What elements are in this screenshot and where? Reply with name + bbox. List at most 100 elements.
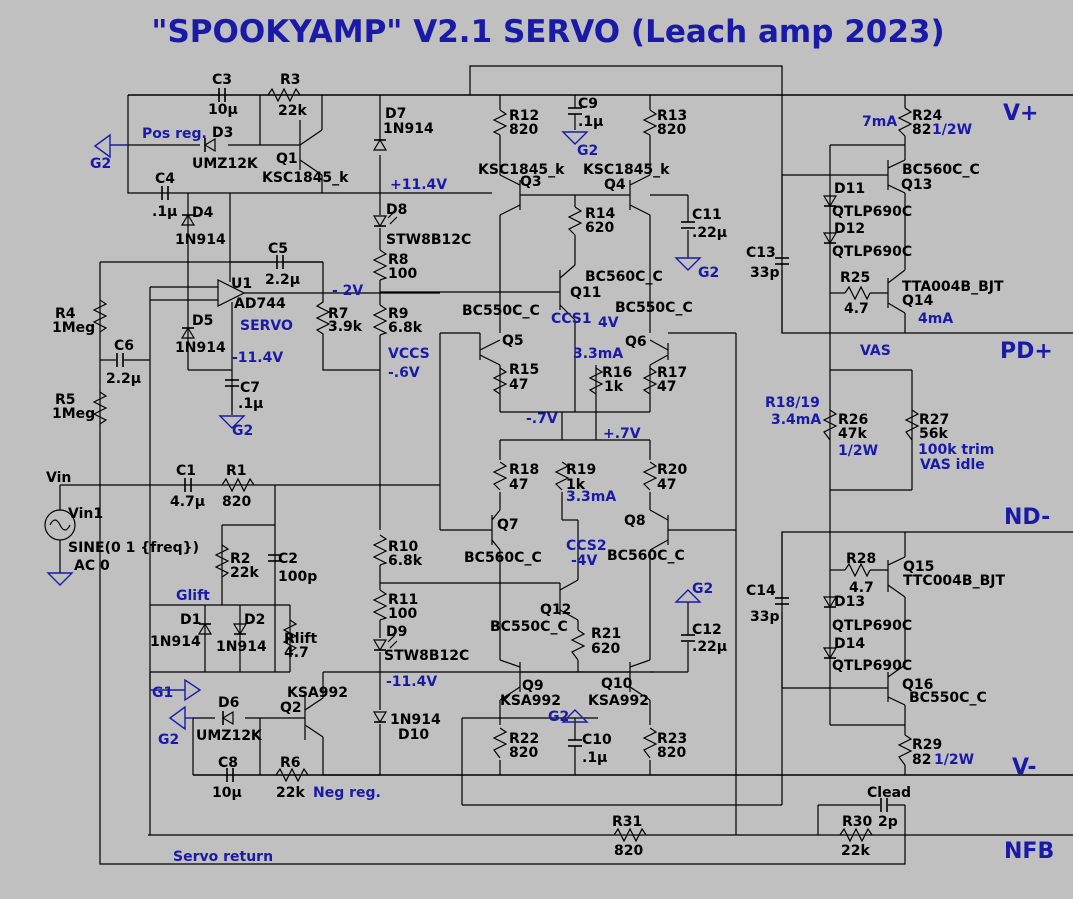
label-components-r10-0: R10 [388, 539, 419, 555]
label-components-r8-1: 100 [388, 266, 417, 282]
label-components-r2-0: R2 [230, 551, 251, 567]
label-annotations-ma7: 7mA [862, 114, 897, 130]
label-components-r6-0: R6 [280, 755, 301, 771]
label-components-q4-0: Q4 [604, 177, 626, 193]
label-components-r15-0: R15 [509, 362, 539, 378]
vas-wires [781, 95, 913, 775]
label-components-r22-1: 820 [509, 745, 538, 761]
label-components-clead-1: 2p [878, 814, 898, 830]
label-components-r9-0: R9 [388, 306, 409, 322]
label-components-d9-0: D9 [386, 624, 407, 640]
resistor-r1: R1 820 [221, 463, 255, 510]
label-annotations-v114p: +11.4V [390, 177, 447, 193]
resistor-r22: R22 820 [492, 727, 539, 761]
diode-d2: D2 1N914 [216, 612, 267, 655]
resistor-r17: R17 47 [642, 365, 687, 395]
capacitor-c11: C11 .22µ G2 [674, 207, 727, 281]
led-d9: D9 STW8B12C [372, 624, 469, 664]
resistor-r8: R8 100 [372, 249, 417, 282]
label-grounds-g2: G2 [158, 732, 179, 748]
label-annotations-w12c: 1/2W [934, 752, 974, 768]
label-components-q12-0: Q12 [540, 602, 571, 618]
label-components-r22-0: R22 [509, 731, 539, 747]
input-stage-bottom-wires [491, 412, 736, 775]
label-components-r23-0: R23 [657, 731, 687, 747]
label-components-d3-0: D3 [212, 125, 233, 141]
label-components-q1-0: Q1 [276, 151, 298, 167]
resistor-r25: R25 4.7 [840, 270, 871, 317]
label-components-d8-1: STW8B12C [386, 232, 471, 248]
label-annotations-pos_reg: Pos reg. [142, 126, 207, 142]
label-components-r14-1: 620 [585, 220, 614, 236]
label-components-rlift-1: 4.7 [284, 645, 309, 661]
glift-network-wires [149, 485, 291, 690]
label-annotations-m4v: -4V [571, 553, 598, 569]
label-components-c1-0: C1 [176, 463, 196, 479]
label-components-r7-0: R7 [328, 306, 349, 322]
zener-d3: D3 UMZ12K [192, 125, 259, 172]
label-components-c9-1: .1µ [578, 114, 603, 130]
resistor-r20: R20 47 [642, 461, 688, 493]
led-d14: D14 QTLP690C [822, 636, 912, 674]
label-components-r1-0: R1 [226, 463, 247, 479]
label-components-r21-0: R21 [591, 626, 621, 642]
label-annotations-ma33b: 3.3mA [566, 489, 616, 505]
label-components-q2-1: KSA992 [287, 685, 348, 701]
rail-label-vminus: V- [1012, 755, 1037, 780]
label-components-r18-1: 47 [509, 477, 528, 493]
signal-source-vin1: Vin1 SINE(0 1 {freq}) AC 0 [44, 506, 199, 586]
diode-d1: D1 1N914 [150, 612, 213, 650]
label-components-d2-0: D2 [244, 612, 265, 628]
led-d8: D8 STW8B12C [372, 202, 471, 248]
label-components-r28-0: R28 [846, 551, 876, 567]
label-components-c13-0: C13 [746, 245, 776, 261]
resistor-r6: R6 22k [275, 755, 309, 801]
label-annotations-idle: VAS idle [920, 457, 985, 473]
ground-g2-left: G2 [90, 133, 128, 172]
label-components-q15-0: Q15 [903, 559, 934, 575]
label-components-r10-1: 6.8k [388, 553, 423, 569]
label-components-q13-0: Q13 [901, 177, 932, 193]
label-annotations-ma4: 4mA [918, 311, 953, 327]
label-components-r29-1: 82 [912, 752, 931, 768]
label-components-r24-0: R24 [912, 108, 943, 124]
rail-label-vplus: V+ [1003, 101, 1038, 126]
input-wires [59, 332, 492, 573]
label-annotations-ccs1: CCS1 [551, 311, 592, 327]
rail-label-ndminus: ND- [1004, 505, 1050, 530]
label-components-c14-0: C14 [746, 583, 776, 599]
label-components-c7-1: .1µ [238, 396, 263, 412]
label-components-d7-1: 1N914 [383, 121, 434, 137]
label-annotations-ma33a: 3.3mA [573, 346, 623, 362]
capacitor-c10: G2 C10 .1µ [548, 709, 612, 766]
label-components-q5-0: Q5 [502, 333, 524, 349]
diode-d4: D4 1N914 [175, 205, 226, 248]
label-annotations-m06v: -.6V [388, 365, 420, 381]
resistor-r31: R31 820 [612, 814, 647, 859]
capacitor-c2: C2 100p [268, 551, 317, 585]
zener-d6: D6 UMZ12K [196, 695, 263, 744]
label-annotations-v114n2: -11.4V [386, 674, 437, 690]
label-components-r21-1: 620 [591, 641, 620, 657]
resistor-r21: R21 620 [570, 626, 621, 661]
capacitor-c7: C7 .1µ G2 [218, 379, 263, 439]
resistor-r10: R10 6.8k [372, 534, 423, 569]
label-components-r13-1: 820 [657, 122, 686, 138]
label-components-r20-0: R20 [657, 462, 688, 478]
label-components-r11-0: R11 [388, 592, 418, 608]
label-components-q3-0: Q3 [520, 174, 542, 190]
label-components-d5-1: 1N914 [175, 340, 226, 356]
led-d11: D11 QTLP690C [822, 181, 912, 220]
label-components-clead-0: Clead [867, 785, 911, 801]
label-components-r7-1: 3.9k [328, 319, 363, 335]
label-components-q11-1: BC560C_C [585, 269, 663, 285]
label-components-r12-1: 820 [509, 122, 538, 138]
label-components-r5-1: 1Meg [52, 406, 95, 422]
label-annotations-glift: Glift [176, 588, 210, 604]
label-components-d11-0: D11 [834, 181, 865, 197]
led-d12: D12 QTLP690C [822, 221, 912, 260]
label-components-r8-0: R8 [388, 252, 409, 268]
label-annotations-w12a: 1/2W [932, 122, 972, 138]
label-grounds-g2: G2 [548, 709, 569, 725]
